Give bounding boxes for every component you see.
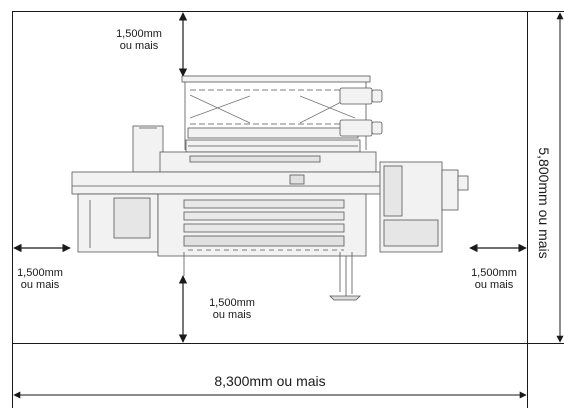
main-beam [71, 171, 411, 195]
motor-lower [339, 119, 373, 137]
clearance-top-qualifier: ou mais [119, 40, 159, 52]
clearance-bottom-label: 1,500mm ou mais [196, 297, 268, 321]
clearance-bottom-value: 1,500mm [209, 297, 255, 309]
total-height-label: 5,800mm ou mais [536, 147, 552, 259]
clearance-top-value: 1,500mm [116, 28, 162, 40]
clearance-left-value: 1,500mm [17, 267, 63, 279]
total-width-label: 8,300mm ou mais [214, 373, 326, 389]
motor-upper [339, 87, 373, 105]
clearance-right-value: 1,500mm [471, 267, 517, 279]
clearance-right-qualifier: ou mais [474, 279, 514, 291]
ink-tank [132, 125, 164, 173]
motor-upper-end [371, 89, 383, 103]
installation-area-border [12, 11, 528, 344]
foot-pad [329, 295, 361, 301]
clearance-left-qualifier: ou mais [20, 279, 60, 291]
motor-lower-end [371, 121, 383, 135]
clearance-top-label: 1,500mm ou mais [104, 28, 174, 52]
clearance-bottom-qualifier: ou mais [212, 309, 252, 321]
total-height-label-box: 5,800mm ou mais [530, 98, 558, 308]
clearance-left-label: 1,500mm ou mais [12, 267, 68, 291]
printer-machine-illustration [71, 75, 469, 301]
clearance-right-label: 1,500mm ou mais [464, 267, 524, 291]
feeder-frame [181, 75, 383, 153]
